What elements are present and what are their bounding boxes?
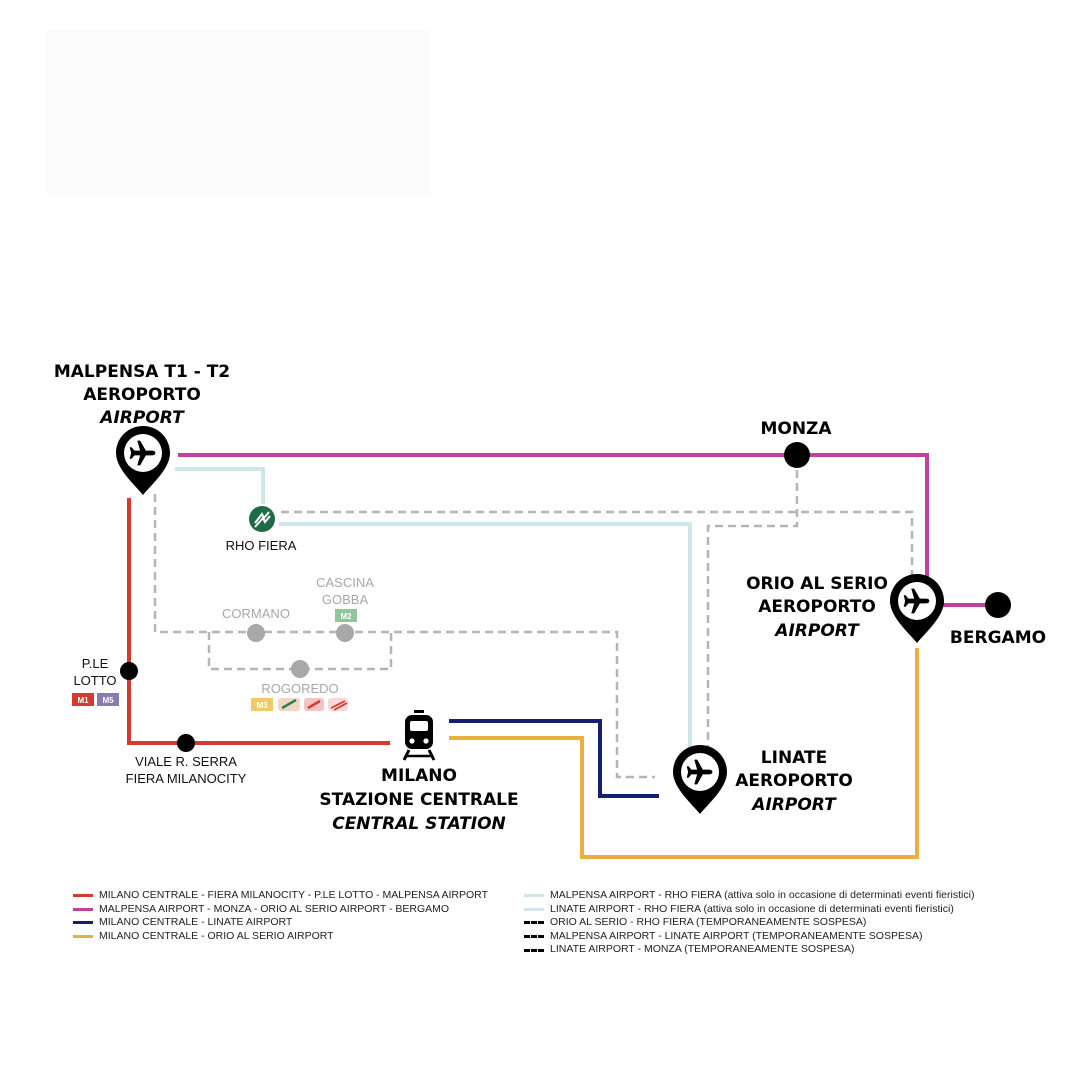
malpensa-label-3: AIRPORT <box>98 408 185 428</box>
cormano-label: CORMANO <box>222 606 290 621</box>
rogoredo-badges: M3 <box>251 698 348 711</box>
legend-item: LINATE AIRPORT - MONZA (TEMPORANEAMENTE … <box>524 943 974 957</box>
orio-label-1: ORIO AL SERIO <box>746 574 888 594</box>
m5-badge: M5 <box>97 693 119 706</box>
legend-left: MILANO CENTRALE - FIERA MILANOCITY - P.L… <box>73 889 488 943</box>
watermark-area <box>45 30 430 195</box>
rogoredo-dot[interactable] <box>291 660 309 678</box>
bergamo-dot[interactable] <box>985 592 1011 618</box>
legend-item: MALPENSA AIRPORT - LINATE AIRPORT (TEMPO… <box>524 930 974 944</box>
cascina-gobba-label-1: CASCINA <box>316 575 374 590</box>
rogoredo-label: ROGOREDO <box>261 681 338 696</box>
legend-label: MALPENSA AIRPORT - RHO FIERA (attiva sol… <box>550 889 975 901</box>
bergamo-label: BERGAMO <box>950 628 1046 648</box>
red-line <box>127 498 390 745</box>
event-lines <box>175 467 692 752</box>
viale-serra-dot[interactable] <box>177 734 195 752</box>
legend-swatch <box>73 935 93 939</box>
legend-swatch <box>73 894 93 898</box>
centrale-label-3: CENTRAL STATION <box>332 814 506 834</box>
legend-swatch <box>73 907 93 911</box>
legend-label: ORIO AL SERIO - RHO FIERA (TEMPORANEAMEN… <box>550 916 867 929</box>
suspended-lines <box>153 470 914 779</box>
legend-label: MILANO CENTRALE - FIERA MILANOCITY - P.L… <box>99 889 488 901</box>
orange-line <box>449 648 919 859</box>
legend-swatch <box>524 907 544 911</box>
centrale-label-1: MILANO <box>381 766 457 786</box>
legend-item: MILANO CENTRALE - ORIO AL SERIO AIRPORT <box>73 930 488 944</box>
train-icon[interactable] <box>402 710 436 761</box>
ple-lotto-dot[interactable] <box>120 662 138 680</box>
orio-airplane-pin-icon[interactable] <box>890 574 944 643</box>
legend-swatch <box>524 921 544 925</box>
legend-swatch <box>524 948 544 952</box>
legend-item: LINATE AIRPORT - RHO FIERA (attiva solo … <box>524 903 974 917</box>
legend-right: MALPENSA AIRPORT - RHO FIERA (attiva sol… <box>524 889 974 957</box>
legend-swatch <box>73 921 93 925</box>
svg-text:M3: M3 <box>256 701 268 710</box>
m1-badge: M1 <box>72 693 94 706</box>
ple-lotto-label-1: P.LE <box>82 656 109 671</box>
svg-text:M1: M1 <box>77 696 89 705</box>
malpensa-label-2: AEROPORTO <box>83 385 201 405</box>
navy-line <box>449 719 659 798</box>
legend-label: LINATE AIRPORT - MONZA (TEMPORANEAMENTE … <box>550 943 855 956</box>
linate-label-1: LINATE <box>761 748 827 768</box>
malpensa-label-1: MALPENSA T1 - T2 <box>54 362 230 382</box>
linate-label-3: AIRPORT <box>750 795 837 815</box>
legend-label: MALPENSA AIRPORT - MONZA - ORIO AL SERIO… <box>99 902 450 915</box>
svg-text:M2: M2 <box>340 612 352 621</box>
legend-item: MALPENSA AIRPORT - MONZA - ORIO AL SERIO… <box>73 903 488 917</box>
monza-dot[interactable] <box>784 442 810 468</box>
legend-label: MALPENSA AIRPORT - LINATE AIRPORT (TEMPO… <box>550 929 923 942</box>
ple-lotto-label-2: LOTTO <box>73 673 116 688</box>
centrale-label-2: STAZIONE CENTRALE <box>319 790 518 810</box>
legend-label: MILANO CENTRALE - LINATE AIRPORT <box>99 916 293 929</box>
svg-text:M5: M5 <box>102 696 114 705</box>
magenta-line <box>178 453 998 607</box>
viale-serra-label-1: VIALE R. SERRA <box>135 754 237 769</box>
legend-item: MILANO CENTRALE - FIERA MILANOCITY - P.L… <box>73 889 488 903</box>
legend-label: LINATE AIRPORT - RHO FIERA (attiva solo … <box>550 902 954 915</box>
legend-label: MILANO CENTRALE - ORIO AL SERIO AIRPORT <box>99 929 334 942</box>
legend-item: MALPENSA AIRPORT - RHO FIERA (attiva sol… <box>524 889 974 903</box>
linate-airplane-pin-icon[interactable] <box>673 745 727 814</box>
malpensa-airplane-pin-icon[interactable] <box>116 426 170 495</box>
legend-swatch <box>524 935 544 939</box>
legend-swatch <box>524 894 544 898</box>
m2-badge: M2 <box>335 609 357 622</box>
cormano-dot[interactable] <box>247 624 265 642</box>
rho-fiera-label: RHO FIERA <box>226 538 297 553</box>
orio-label-3: AIRPORT <box>773 621 860 641</box>
legend-item: ORIO AL SERIO - RHO FIERA (TEMPORANEAMEN… <box>524 916 974 930</box>
viale-serra-label-2: FIERA MILANOCITY <box>126 771 247 786</box>
monza-label: MONZA <box>760 419 832 439</box>
linate-label-2: AEROPORTO <box>735 771 853 791</box>
orio-label-2: AEROPORTO <box>758 597 876 617</box>
cascina-gobba-label-2: GOBBA <box>322 592 369 607</box>
rho-fiera-logo-icon[interactable] <box>249 506 275 532</box>
legend-item: MILANO CENTRALE - LINATE AIRPORT <box>73 916 488 930</box>
cascina-gobba-dot[interactable] <box>336 624 354 642</box>
